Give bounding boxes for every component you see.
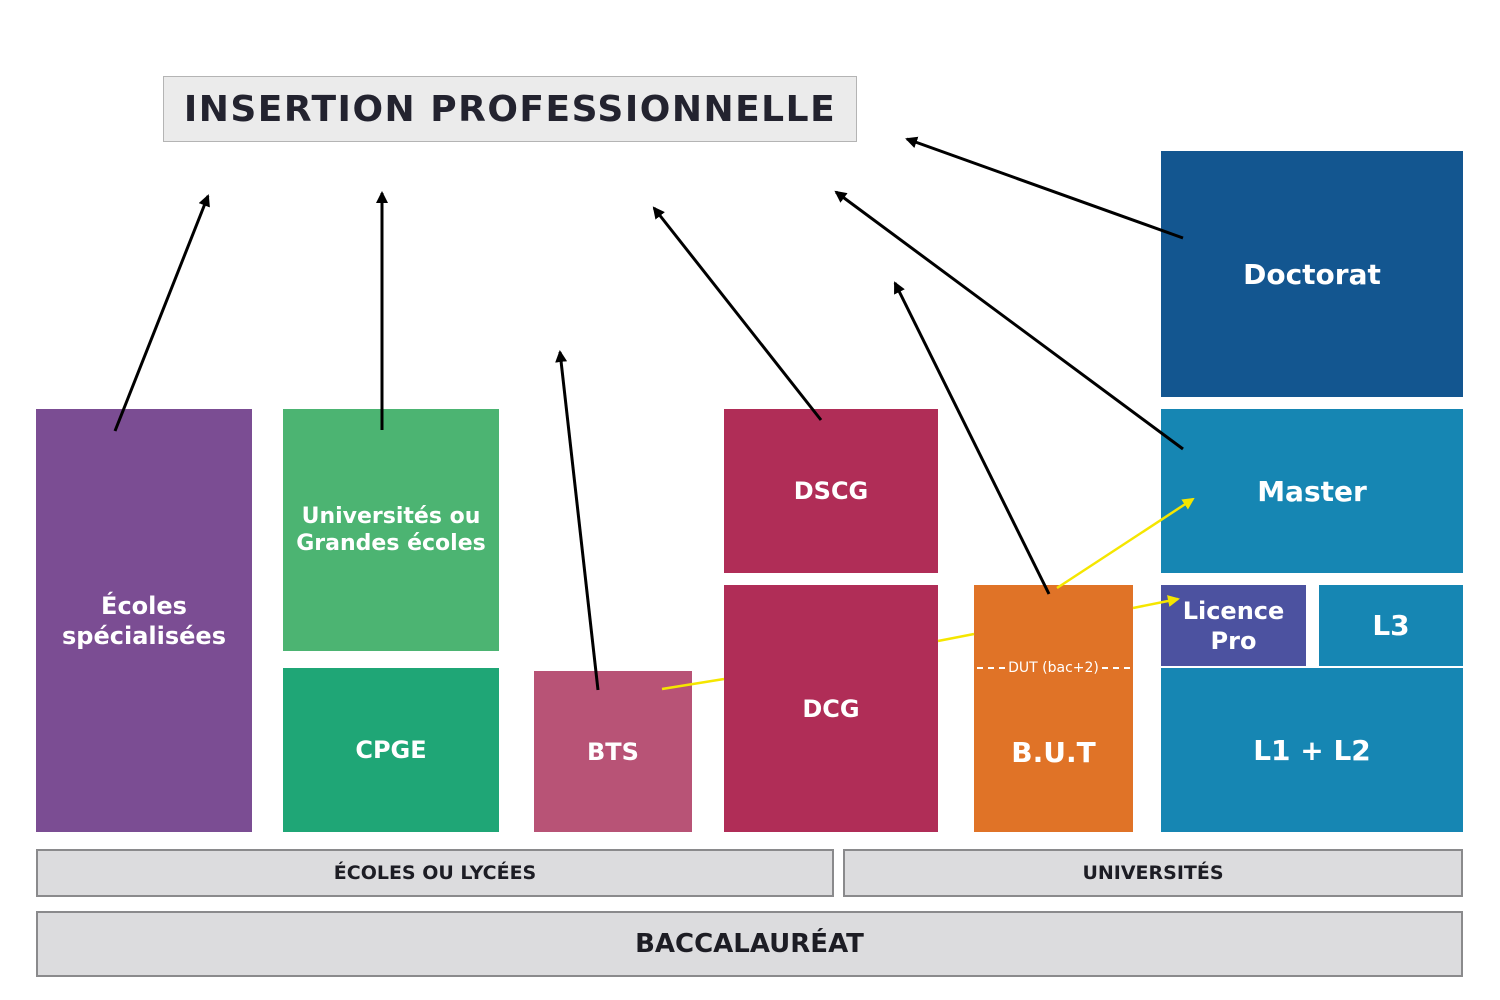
master-label: Master xyxy=(1257,474,1367,508)
l3-label: L3 xyxy=(1372,609,1410,642)
universites-bar: UNIVERSITÉS xyxy=(843,849,1463,897)
link-dcg-but xyxy=(937,632,975,643)
but-block: B.U.T xyxy=(974,585,1133,832)
master-block: Master xyxy=(1161,409,1463,573)
dscg-label: DSCG xyxy=(793,477,869,505)
dcg-block: DCG xyxy=(724,585,938,832)
bts-block: BTS xyxy=(534,671,692,832)
dut-label: DUT (bac+2) xyxy=(1008,660,1099,676)
l1-l2-label: L1 + L2 xyxy=(1253,733,1371,767)
dut-divider: DUT (bac+2) xyxy=(974,658,1133,678)
dut-dash-left xyxy=(977,667,1006,669)
page-title: INSERTION PROFESSIONNELLE xyxy=(163,76,857,142)
arrow-but-licence-pro xyxy=(1132,595,1180,610)
universites-grandes-ecoles-label: Universités ou Grandes écoles xyxy=(296,503,486,557)
but-label: B.U.T xyxy=(1011,736,1096,769)
ecoles-specialisees-label: Écoles spécialisées xyxy=(62,591,226,650)
baccalaureat-label: BACCALAURÉAT xyxy=(635,929,864,959)
arrow-doctorat xyxy=(905,136,1184,240)
l1-l2-block: L1 + L2 xyxy=(1161,668,1463,832)
arrow-dscg xyxy=(652,206,823,421)
licence-pro-label: Licence Pro xyxy=(1182,596,1285,655)
bts-label: BTS xyxy=(587,737,639,766)
arrow-ecoles xyxy=(113,194,210,432)
cpge-label: CPGE xyxy=(355,736,427,764)
ecoles-specialisees-block: Écoles spécialisées xyxy=(36,409,252,832)
ecoles-lycees-bar: ÉCOLES OU LYCÉES xyxy=(36,849,834,897)
dut-dash-right xyxy=(1101,667,1131,669)
arrow-bts xyxy=(555,350,600,691)
universites-grandes-ecoles-block: Universités ou Grandes écoles xyxy=(283,409,499,651)
l3-block: L3 xyxy=(1319,585,1463,666)
dscg-block: DSCG xyxy=(724,409,938,573)
licence-pro-block: Licence Pro xyxy=(1161,585,1306,666)
dcg-label: DCG xyxy=(802,694,860,723)
link-bts-dcg xyxy=(661,677,725,691)
ecoles-lycees-label: ÉCOLES OU LYCÉES xyxy=(333,862,537,884)
cpge-block: CPGE xyxy=(283,668,499,832)
universites-bar-label: UNIVERSITÉS xyxy=(1082,862,1224,884)
doctorat-label: Doctorat xyxy=(1243,257,1381,291)
baccalaureat-bar: BACCALAURÉAT xyxy=(36,911,1463,977)
arrow-master xyxy=(834,190,1184,451)
arrow-but xyxy=(893,281,1051,595)
arrow-but-master xyxy=(1056,497,1195,590)
doctorat-block: Doctorat xyxy=(1161,151,1463,397)
